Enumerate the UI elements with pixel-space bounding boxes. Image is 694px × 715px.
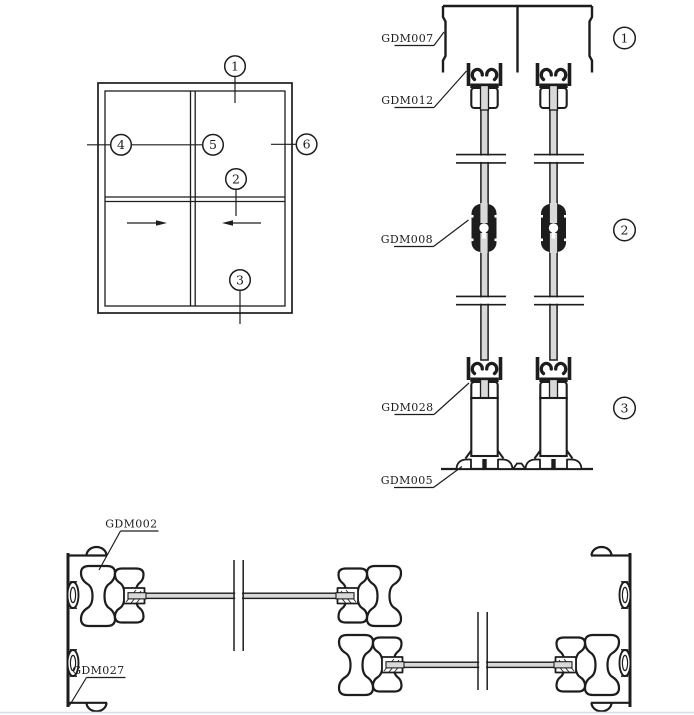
- callout-4: 4: [109, 133, 133, 156]
- callout-number: 3: [236, 272, 244, 287]
- part-label-text: GDM027: [72, 664, 124, 677]
- part-label-text: GDM005: [381, 474, 433, 487]
- label-gdm002: GDM002: [98, 518, 159, 571]
- label-gdm027: GDM027: [68, 664, 126, 706]
- horizontal-mullion: [105, 196, 285, 203]
- callout-6: 6: [295, 133, 318, 156]
- section-callout-1: 1: [612, 26, 637, 50]
- part-label-text: GDM007: [381, 32, 433, 45]
- slide-arrow-right: [127, 220, 167, 226]
- stile-upper-right: [334, 564, 403, 628]
- vertical-mullion: [189, 91, 196, 306]
- label-gdm028: GDM028: [381, 382, 470, 416]
- callout-number: 5: [209, 137, 217, 152]
- top-glazing-channel: [534, 61, 573, 112]
- break-mark: [477, 612, 488, 690]
- callout-number: 4: [117, 137, 125, 152]
- callout-number: 6: [303, 137, 311, 152]
- slide-arrow-left: [222, 220, 261, 226]
- mid-glass-clamp: [470, 203, 498, 253]
- callout-number: 3: [621, 400, 629, 415]
- break-mark: [233, 560, 244, 651]
- bottom-rail-box: [539, 396, 568, 458]
- label-gdm007: GDM007: [381, 31, 445, 47]
- section-callout-3: 3: [612, 396, 637, 420]
- callout-number: 2: [232, 171, 240, 186]
- part-label-text: GDM008: [381, 233, 433, 246]
- sill-track-profile: [441, 458, 593, 471]
- callout-1: 1: [223, 55, 247, 78]
- glass-pane: [139, 592, 353, 600]
- window-elevation: 1 4 5 6 2 3: [87, 55, 318, 324]
- callout-3: 3: [228, 268, 252, 292]
- rail-feet: [464, 449, 574, 460]
- callout-5: 5: [201, 133, 225, 156]
- callout-number: 1: [621, 30, 629, 45]
- callout-number: 2: [621, 222, 629, 237]
- section-callout-2: 2: [612, 218, 637, 242]
- top-glazing-channel: [465, 61, 504, 112]
- part-label-text: GDM028: [381, 401, 433, 414]
- stile-lower-left: [337, 633, 406, 697]
- mid-glass-clamp: [540, 203, 567, 253]
- bottom-rail-box: [470, 396, 499, 458]
- glass-pane: [381, 661, 577, 669]
- label-gdm012: GDM012: [381, 70, 467, 109]
- callout-number: 1: [231, 59, 239, 74]
- horizontal-section-detail: GDM002 GDM027: [65, 518, 633, 713]
- vertical-section-detail: GDM007 GDM012 GDM008 GDM028 GDM005 1: [381, 4, 637, 489]
- break-mark: [455, 153, 586, 164]
- stile-lower-right: [552, 633, 621, 697]
- break-mark: [455, 295, 586, 306]
- label-gdm008: GDM008: [381, 219, 469, 248]
- head-track-profile: [441, 4, 594, 73]
- label-gdm005: GDM005: [381, 466, 463, 489]
- callout-2: 2: [224, 167, 248, 191]
- frame-outer: [97, 82, 293, 314]
- part-label-text: GDM002: [105, 518, 157, 531]
- stile-upper-left: [79, 564, 148, 628]
- part-label-text: GDM012: [381, 94, 433, 107]
